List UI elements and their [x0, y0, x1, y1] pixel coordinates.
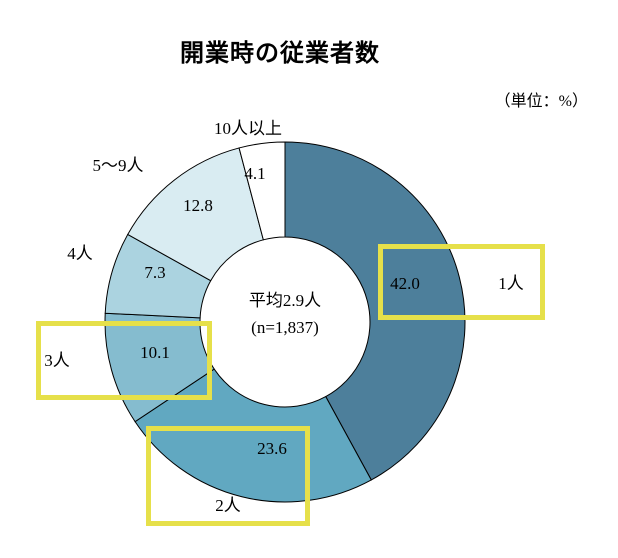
donut-center-label: 平均2.9人 (n=1,837) — [185, 287, 385, 341]
chart-title: 開業時の従業者数 — [180, 40, 380, 67]
sample-size-label: (n=1,837) — [251, 318, 319, 337]
donut-slice-6 — [238, 141, 286, 241]
slice-category-label: 4人 — [67, 244, 93, 263]
slice-value-label: 4.1 — [244, 164, 265, 183]
slice-value-label: 42.0 — [390, 274, 420, 293]
slice-category-label: 2人 — [215, 496, 241, 515]
slice-value-label: 10.1 — [140, 343, 170, 362]
slice-category-label: 3人 — [44, 351, 70, 370]
donut-slice-1 — [284, 141, 466, 481]
slice-category-label: 10人以上 — [214, 119, 282, 138]
unit-label: （単位：%） — [494, 93, 588, 110]
average-label: 平均2.9人 — [248, 291, 322, 310]
slice-category-label: 5〜9人 — [93, 156, 144, 175]
slice-category-label: 1人 — [498, 274, 524, 293]
slice-value-label: 23.6 — [257, 439, 287, 458]
slice-value-label: 7.3 — [144, 263, 165, 282]
slice-value-label: 12.8 — [183, 196, 213, 215]
donut-slice-2 — [134, 368, 372, 503]
